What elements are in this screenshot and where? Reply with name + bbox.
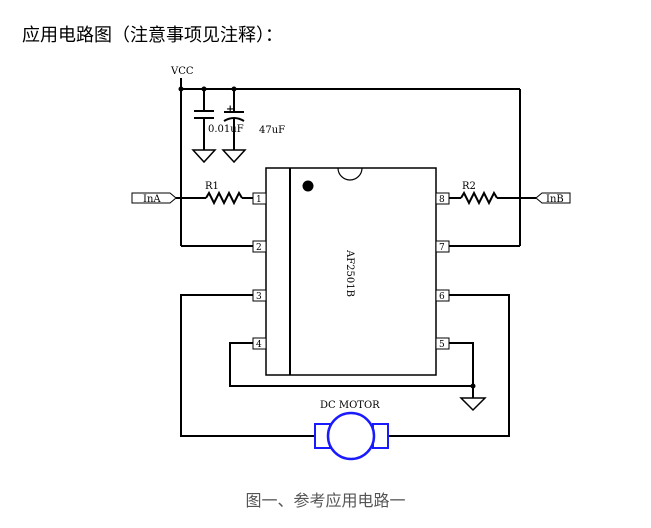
page-heading: 应用电路图（注意事项见注释）： — [22, 25, 283, 46]
r2-label: R2 — [462, 181, 476, 192]
pin-6-label: 6 — [439, 292, 445, 302]
pin-3-label: 3 — [256, 292, 262, 302]
vcc-rail — [178, 78, 521, 246]
capacitor-c2 — [221, 89, 247, 164]
resistor-r2 — [449, 190, 536, 206]
inb-port — [535, 192, 571, 204]
pin-7-label: 7 — [439, 243, 445, 253]
figure-caption: 图一、参考应用电路一 — [245, 491, 406, 510]
capacitor-c1 — [191, 89, 217, 164]
c2-plus-sign: + — [226, 104, 234, 115]
chip-body — [265, 167, 437, 376]
pin-boxes-right — [435, 192, 450, 350]
dc-motor — [314, 411, 389, 461]
pin-4-label: 4 — [256, 340, 262, 350]
pin-8-label: 8 — [439, 195, 445, 205]
pin-1-label: 1 — [256, 195, 262, 205]
motor-wire-left — [180, 294, 315, 437]
r1-label: R1 — [205, 181, 219, 192]
pin-boxes-left — [252, 192, 267, 350]
c2-value: 47uF — [259, 125, 285, 136]
motor-label: DC MOTOR — [320, 400, 380, 411]
motor-wire-right — [388, 294, 510, 437]
ina-label: InA — [143, 194, 161, 205]
pin-2-label: 2 — [256, 243, 262, 253]
pin-5-label: 5 — [439, 340, 445, 350]
ground-wire — [229, 342, 487, 412]
chip-label: AF2501B — [344, 249, 355, 297]
resistor-r1 — [176, 190, 253, 206]
c1-value: 0.01uF — [208, 124, 244, 135]
ina-port — [131, 192, 177, 204]
vcc-label: VCC — [170, 66, 194, 77]
inb-label: InB — [546, 194, 564, 205]
